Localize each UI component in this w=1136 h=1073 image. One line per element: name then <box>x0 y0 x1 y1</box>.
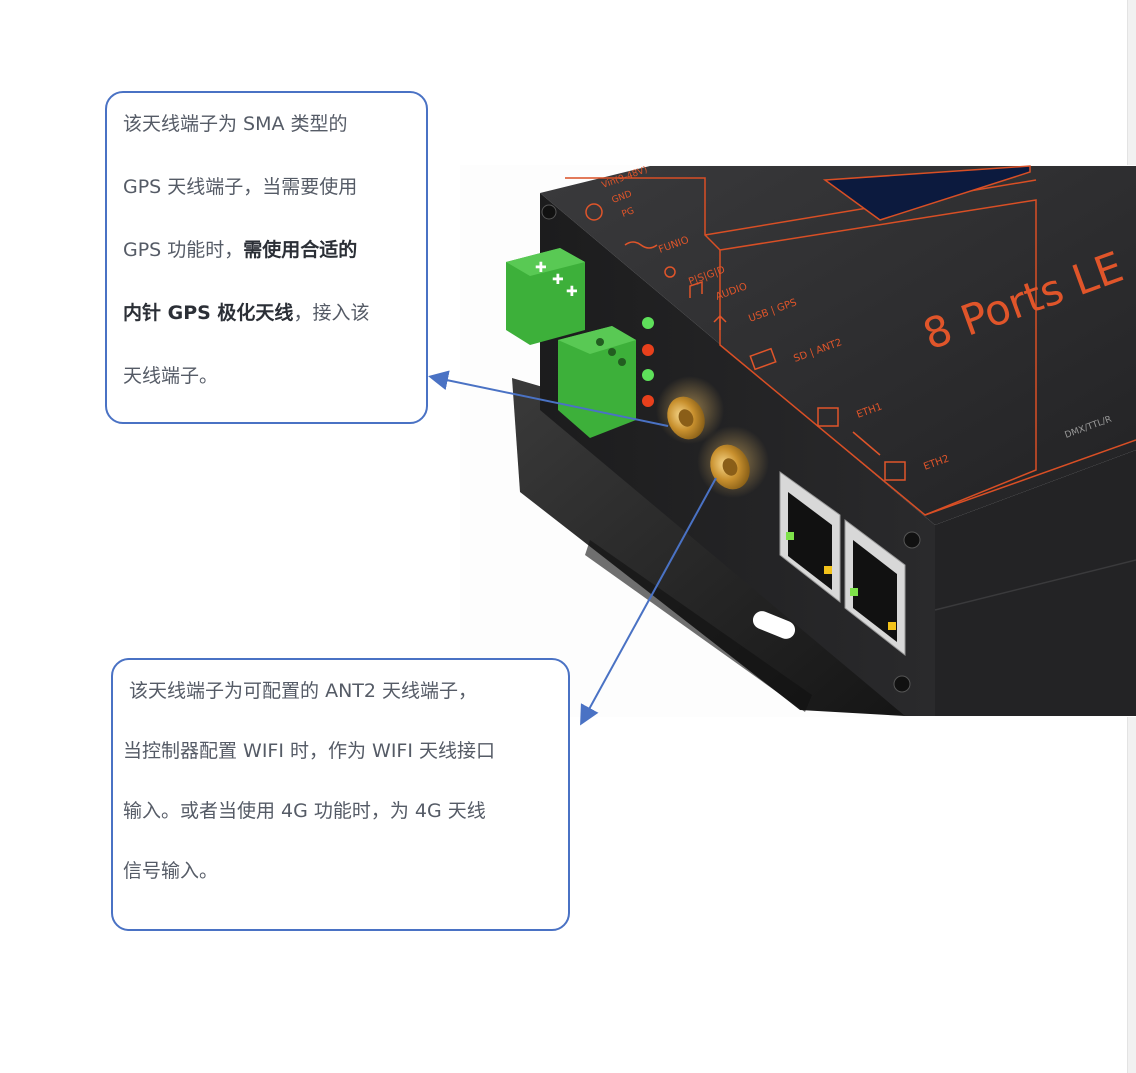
callout-text: ，接入该 <box>293 302 370 324</box>
callout-line: 天线端子。 <box>123 359 426 422</box>
arrow-to-ant2-callout <box>580 477 717 726</box>
led-3 <box>642 369 654 381</box>
callout-line: GPS 天线端子，当需要使用 <box>123 170 426 233</box>
callout-line: 该天线端子为 SMA 类型的 <box>123 107 426 170</box>
callout-line: 该天线端子为可配置的 ANT2 天线端子， <box>123 680 478 702</box>
svg-text:✚: ✚ <box>535 260 547 276</box>
callout-text: 天线端子。 <box>123 365 219 387</box>
callout-emphasis: 内针 GPS 极化天线 <box>123 302 294 324</box>
arrow-to-gps-callout <box>428 370 669 427</box>
eth1-icon <box>817 407 839 427</box>
device-side <box>935 450 1136 716</box>
usb-icon <box>713 314 727 330</box>
eth2-port <box>844 519 906 657</box>
terminal-block-io <box>558 326 636 438</box>
funio-icon <box>624 241 658 249</box>
sma-connector-gps <box>667 396 705 440</box>
power-icon <box>585 203 603 221</box>
led-2 <box>642 344 654 356</box>
callout-line: 输入。或者当使用 4G 功能时，为 4G 天线 <box>123 800 486 822</box>
sensor-icon <box>664 266 676 278</box>
callout-text: GPS 功能时， <box>123 239 244 261</box>
callout-line: GPS 功能时，需使用合适的 <box>123 233 426 296</box>
svg-text:✚: ✚ <box>552 272 564 288</box>
callout-text: GPS 天线端子，当需要使用 <box>123 176 358 198</box>
sd-icon <box>749 347 777 371</box>
eth1-port <box>779 471 841 604</box>
device-top <box>540 166 1136 525</box>
bracket-slot <box>752 611 796 639</box>
gps-antenna-callout: 该天线端子为 SMA 类型的 GPS 天线端子，当需要使用 GPS 功能时，需使… <box>105 91 428 424</box>
pg-label: PG <box>621 206 636 220</box>
callout-emphasis: 需使用合适的 <box>243 239 358 261</box>
lcd-screen <box>822 165 1031 221</box>
led-1 <box>642 317 654 329</box>
callout-line: 内针 GPS 极化天线，接入该 <box>123 296 426 359</box>
callout-line: 信号输入。 <box>123 860 219 882</box>
callout-text: 该天线端子为 SMA 类型的 <box>123 113 348 135</box>
audio-icon <box>689 280 703 298</box>
svg-text:✚: ✚ <box>566 284 578 300</box>
led-4 <box>642 395 654 407</box>
sma-connector-ant2 <box>710 444 750 490</box>
eth2-icon <box>884 461 906 481</box>
ant2-antenna-callout: 该天线端子为可配置的 ANT2 天线端子， 当控制器配置 WIFI 时，作为 W… <box>111 658 570 931</box>
terminal-block-power: ✚ ✚ ✚ <box>506 248 585 345</box>
callout-line: 当控制器配置 WIFI 时，作为 WIFI 天线接口 <box>123 740 496 762</box>
